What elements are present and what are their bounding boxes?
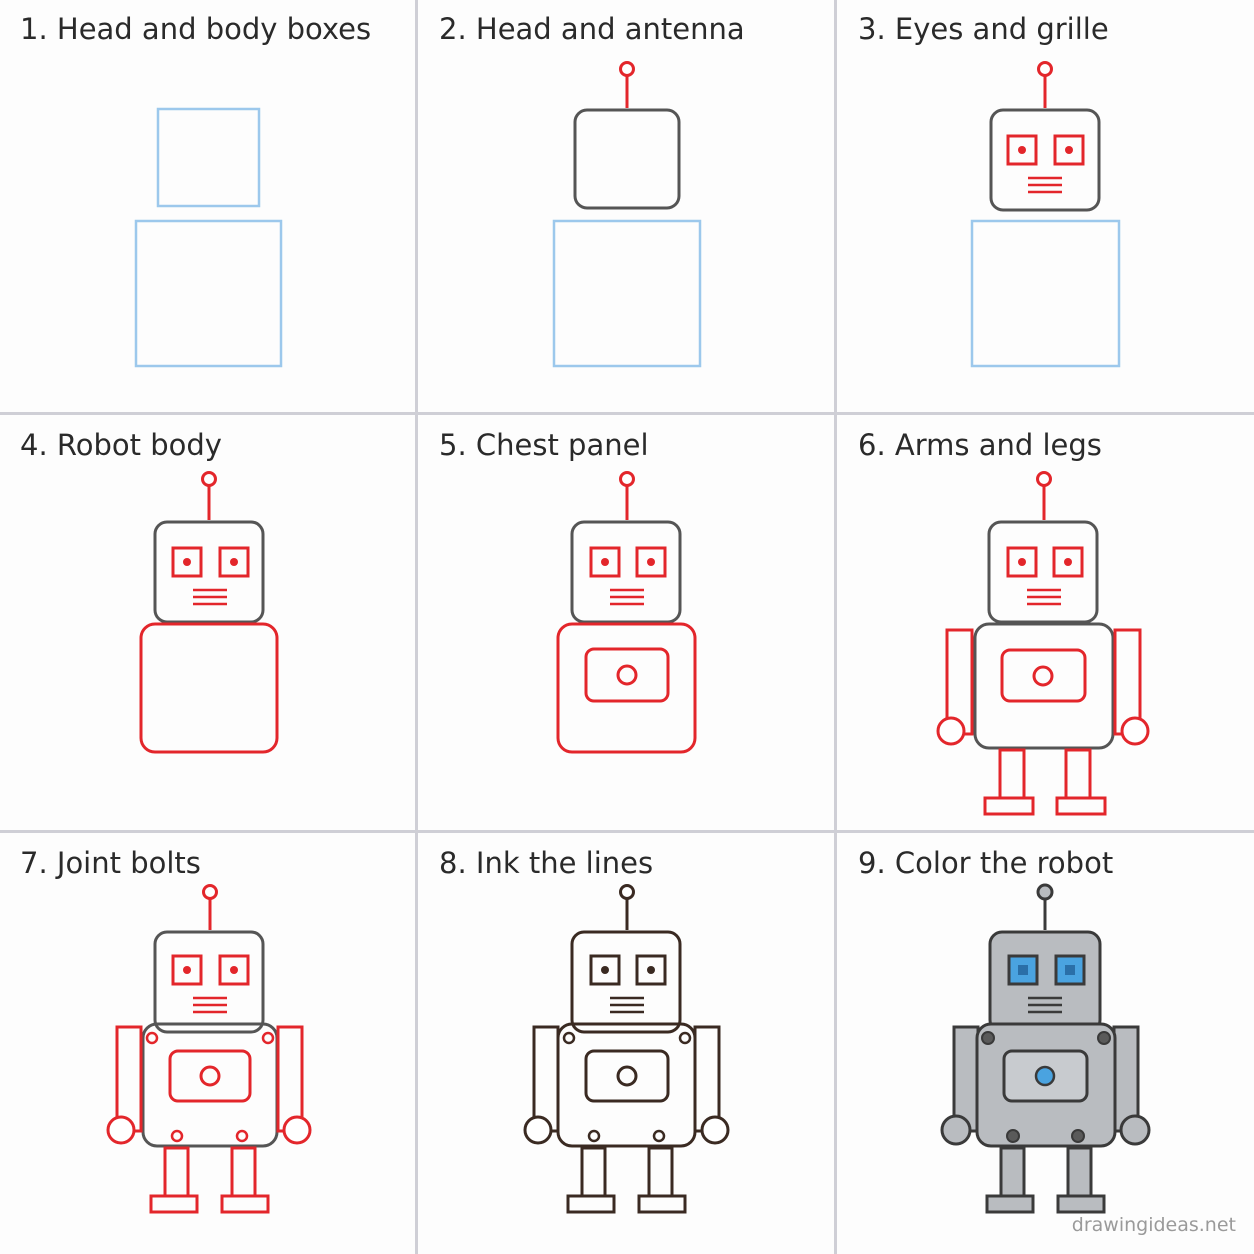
step-title-8: 8. Ink the lines	[439, 846, 654, 880]
step-panel-7: 7. Joint bolts	[0, 834, 416, 1248]
left-eye	[1006, 134, 1038, 166]
step-panel-8: 8. Ink the lines	[419, 834, 835, 1248]
body-guide-box	[134, 219, 283, 368]
chest-button	[616, 664, 638, 686]
right-arm	[1113, 628, 1150, 746]
step-6-drawing	[936, 471, 1150, 816]
step-1-drawing	[134, 107, 283, 368]
robot-head	[989, 108, 1101, 212]
step-title-4: 4. Robot body	[20, 428, 222, 462]
body-guide-box	[970, 219, 1121, 368]
step-title-5: 5. Chest panel	[439, 428, 649, 462]
robot-head	[573, 108, 681, 210]
robot-body	[139, 622, 279, 754]
step-panel-5: 5. Chest panel	[419, 416, 835, 830]
step-panel-6: 6. Arms and legs	[838, 416, 1254, 830]
step-5-drawing	[556, 471, 697, 754]
step-panel-3: 3. Eyes and grille	[838, 0, 1254, 414]
right-eye	[1053, 134, 1085, 166]
right-eye-blue	[1054, 954, 1086, 986]
step-title-3: 3. Eyes and grille	[858, 12, 1109, 46]
step-2-drawing	[552, 61, 702, 368]
step-panel-1: 1. Head and body boxes	[0, 0, 416, 414]
chest-panel	[584, 647, 670, 703]
mouth-grille	[1028, 176, 1062, 194]
step-panel-9: 9. Color the robot	[838, 834, 1254, 1248]
chest-light	[1034, 1065, 1056, 1087]
robot-head	[153, 520, 265, 624]
site-watermark: drawingideas.net	[1071, 1214, 1236, 1236]
step-panel-4: 4. Robot body	[0, 416, 416, 830]
step-title-9: 9. Color the robot	[858, 846, 1114, 880]
legs	[983, 748, 1107, 816]
step-title-7: 7. Joint bolts	[20, 846, 201, 880]
left-arm	[936, 628, 974, 746]
step-title-1: 1. Head and body boxes	[20, 12, 372, 46]
grid-divider-horizontal-2	[0, 830, 1254, 833]
step-8-drawing	[523, 884, 730, 1214]
head-guide-box	[156, 107, 261, 208]
joint-bolts	[145, 1031, 275, 1143]
antenna-ball	[619, 61, 635, 77]
step-3-drawing	[970, 61, 1121, 368]
step-panel-2: 2. Head and antenna	[419, 0, 835, 414]
grid-divider-vertical-2	[834, 0, 837, 1254]
grid-divider-horizontal-1	[0, 412, 1254, 415]
step-title-2: 2. Head and antenna	[439, 12, 745, 46]
grid-divider-vertical-1	[415, 0, 418, 1254]
step-7-drawing	[106, 884, 312, 1214]
step-title-6: 6. Arms and legs	[858, 428, 1102, 462]
step-4-drawing	[139, 471, 279, 754]
step-9-drawing	[940, 883, 1151, 1214]
body-guide-box	[552, 219, 702, 368]
